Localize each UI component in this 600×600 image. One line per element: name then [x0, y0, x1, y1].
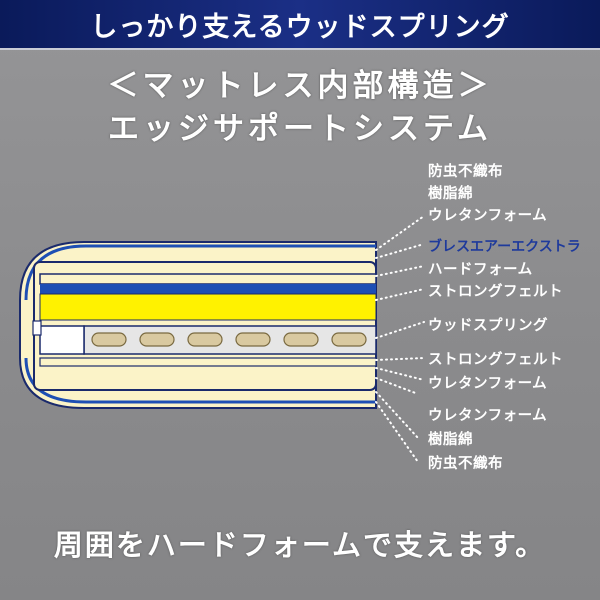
leader-line	[375, 377, 419, 395]
section-subheading: エッジサポートシステム	[107, 111, 493, 147]
leader-line	[375, 391, 419, 439]
wood-slat	[139, 332, 175, 347]
felt-layer-bottom	[39, 357, 377, 367]
felt-layer-top	[39, 273, 377, 285]
footer-caption: 周囲をハードフォームで支えます。	[53, 528, 547, 562]
leader-line	[375, 243, 425, 259]
label-breath-air-extra: ブレスエアーエクストラ	[428, 239, 581, 255]
leader-line	[375, 357, 425, 361]
hard-foam-layer	[39, 293, 377, 321]
label-wood-spring: ウッドスプリング	[428, 318, 548, 334]
leader-line	[375, 288, 425, 301]
edge-support-clip	[32, 320, 42, 336]
label-strong-felt-top: ストロングフェルト	[428, 284, 563, 300]
section-heading: ＜マットレス内部構造＞	[107, 68, 493, 104]
label-strong-felt-bottom: ストロングフェルト	[428, 352, 563, 368]
wood-slat	[283, 332, 319, 347]
banner-title: しっかり支えるウッドスプリング	[90, 11, 510, 43]
wood-spring-band	[83, 325, 377, 355]
edge-hard-foam	[39, 325, 85, 355]
label-urethane-mid: ウレタンフォーム	[428, 376, 548, 392]
wood-slat	[187, 332, 223, 347]
label-bottom-resin-cotton: 樹脂綿	[428, 432, 473, 448]
breath-air-layer	[40, 284, 376, 294]
wood-slat	[91, 332, 127, 347]
label-bottom-urethane: ウレタンフォーム	[428, 408, 548, 424]
leader-line	[375, 215, 425, 251]
leader-lines	[375, 215, 425, 463]
cover-bottom-trim	[24, 357, 376, 404]
title-banner: しっかり支えるウッドスプリング	[0, 0, 600, 50]
label-hard-foam: ハードフォーム	[428, 262, 533, 278]
label-top-urethane: ウレタンフォーム	[428, 208, 548, 224]
leader-line	[375, 321, 425, 339]
label-top-resin-cotton: 樹脂綿	[428, 186, 473, 202]
leader-line	[375, 265, 425, 277]
leader-line	[375, 367, 425, 381]
leader-line	[375, 401, 419, 463]
wood-slats	[91, 332, 367, 347]
cover-top-trim	[24, 244, 376, 301]
label-top-nonwoven: 防虫不織布	[428, 164, 503, 180]
wood-slat	[235, 332, 271, 347]
wood-slat	[331, 332, 367, 347]
label-bottom-nonwoven: 防虫不織布	[428, 456, 503, 472]
